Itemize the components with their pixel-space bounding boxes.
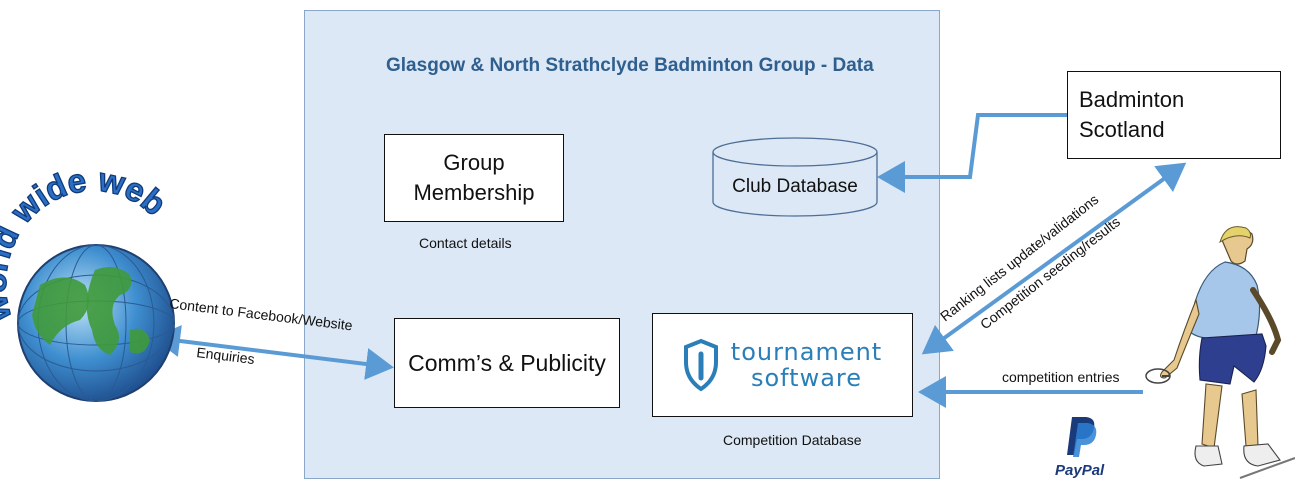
content-to-facebook-label: Content to Facebook/Website [169,295,354,333]
comms-publicity-box: Comm’s & Publicity [394,318,620,408]
web-comms-arrow [152,325,394,380]
diagram-title: Glasgow & North Strathclyde Badminton Gr… [386,55,874,76]
club-database-cylinder [712,137,878,217]
ranking-arrow [921,162,1187,355]
comms-publicity-label: Comm’s & Publicity [408,350,606,376]
badminton-scotland-label: Badminton Scotland [1079,87,1185,142]
scotland-to-club-arrow [877,113,1067,193]
contact-details-label: Contact details [419,235,512,251]
competition-database-label: Competition Database [723,432,862,448]
club-database-label: Club Database [732,176,858,197]
badminton-player-illustration [1145,226,1295,479]
group-membership-box: Group Membership [384,134,564,222]
shield-icon [683,338,718,392]
globe-icon [17,244,175,402]
enquiries-label: Enquiries [196,344,256,367]
tournament-software-logo-text: tournament software [731,339,882,391]
group-membership-label: Group Membership [413,150,535,205]
paypal-icon [1067,417,1097,457]
software-word: software [750,364,863,392]
competition-entries-label: competition entries [1002,369,1120,385]
tournament-software-box: tournament software [652,313,913,417]
badminton-scotland-box: Badminton Scotland [1067,71,1281,159]
paypal-label: PayPal [1055,462,1105,479]
tournament-word: tournament [730,338,883,366]
